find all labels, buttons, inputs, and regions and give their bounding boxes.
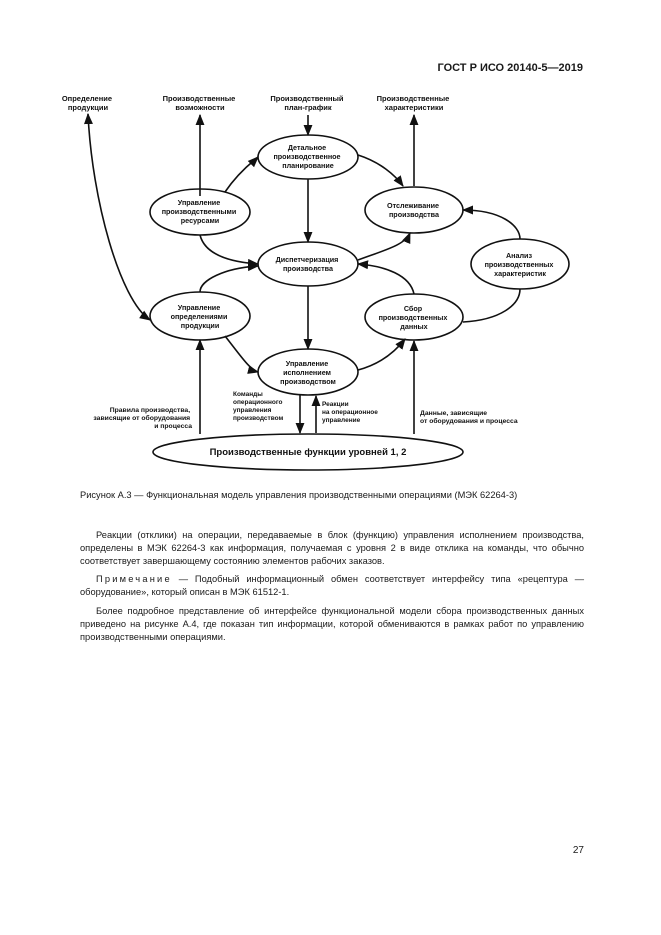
note-paragraph: Примечание — Подобный информационный обм… (80, 573, 584, 599)
node-level12-functions (152, 433, 464, 471)
node-data-collection-label: Сбор производственных данных (379, 304, 450, 331)
flow-responses-label: Реакции на операционное управление (322, 401, 380, 424)
arrow-analysis-datacollection (462, 288, 521, 323)
node-analysis-label: Анализ производственных характеристик (485, 251, 556, 278)
note-text: — Подобный информационный обмен соответс… (80, 574, 584, 597)
node-dispatching-label: Диспетчеризация производства (276, 255, 341, 273)
flow-commands-label: Команды операционного управления произво… (233, 391, 284, 422)
paragraph-detail-reference: Более подробное представление об интерфе… (80, 606, 584, 642)
page-number: 27 (572, 845, 584, 856)
paragraph-responses: Реакции (отклики) на операции, передавае… (80, 530, 584, 566)
label-product-definition: Определение продукции (62, 94, 114, 112)
node-definition-management-label: Управление определениями продукции (171, 303, 230, 330)
node-detailed-scheduling-label: Детальное производственное планирование (273, 143, 342, 170)
node-resource-management-label: Управление производственными ресурсами (162, 198, 239, 225)
flow-rules-label: Правила производства, зависящие от обору… (93, 407, 192, 430)
arrow-tracking-analysis (461, 205, 521, 240)
flow-equipment-data-label: Данные, зависящие от оборудования и проц… (420, 410, 518, 425)
document-header: ГОСТ Р ИСО 20140-5—2019 (437, 62, 583, 74)
level12-functions-label: Производственные функции уровней 1, 2 (210, 447, 407, 458)
figure-caption: Рисунок А.3 — Функциональная модель упра… (80, 490, 518, 500)
arrow-definition-mgmt (83, 112, 151, 321)
node-tracking-label: Отслеживание производства (387, 201, 441, 219)
label-production-performance: Производственные характеристики (377, 94, 452, 112)
label-production-capability: Производственные возможности (163, 94, 238, 112)
node-execution-management-label: Управление исполнением производством (280, 359, 336, 386)
note-label: Примечание (96, 574, 172, 584)
functional-model-diagram: Определение продукции Производственные в… (62, 94, 570, 471)
label-production-schedule: Производственный план-график (270, 94, 345, 112)
